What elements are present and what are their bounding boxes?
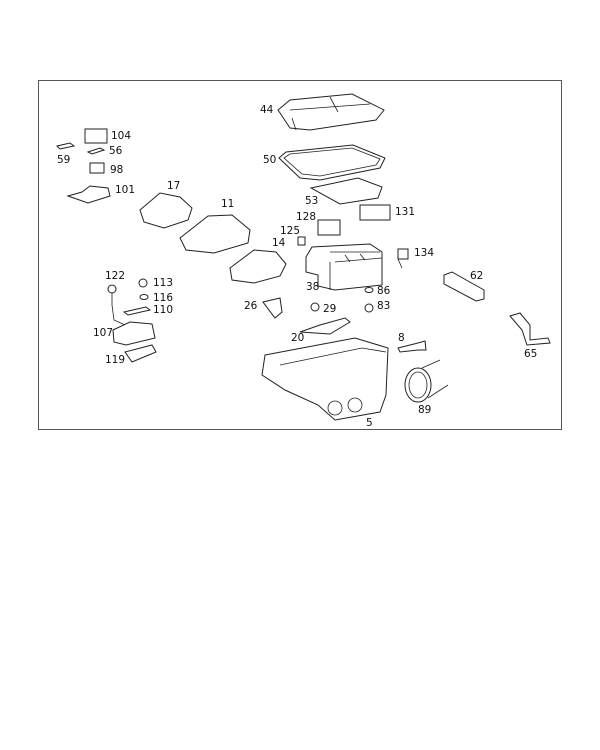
part-bracket-101 xyxy=(66,185,111,204)
callout-50: 50 xyxy=(263,154,276,166)
part-gasket-50 xyxy=(278,144,386,181)
part-relay-128 xyxy=(317,219,341,236)
callout-14: 14 xyxy=(272,237,286,249)
callout-17: 17 xyxy=(167,180,180,192)
part-fuse-125 xyxy=(297,236,306,246)
part-socket-98 xyxy=(89,162,105,174)
part-screw-29 xyxy=(310,302,320,312)
callout-5: 5 xyxy=(366,417,373,429)
callout-53: 53 xyxy=(305,195,318,207)
callout-56: 56 xyxy=(109,145,123,157)
part-sheet-53 xyxy=(309,177,383,205)
part-clip-119 xyxy=(124,344,157,363)
part-relay-131 xyxy=(359,204,391,221)
part-washer-116 xyxy=(139,294,149,300)
callout-29: 29 xyxy=(323,303,336,315)
callout-113: 113 xyxy=(153,277,173,289)
part-housing-5 xyxy=(261,337,389,421)
part-strip-62 xyxy=(443,271,485,302)
part-fusebox-38 xyxy=(305,243,383,291)
part-connector-14 xyxy=(229,249,287,284)
part-screw-113 xyxy=(138,278,148,288)
callout-65: 65 xyxy=(524,348,537,360)
part-relay-104 xyxy=(84,128,108,144)
callout-125: 125 xyxy=(280,225,300,237)
part-bracket-65 xyxy=(509,312,551,346)
part-grommet-89 xyxy=(404,359,449,403)
part-screw-83 xyxy=(364,303,374,313)
callout-131: 131 xyxy=(395,206,415,218)
callout-116: 116 xyxy=(153,292,173,304)
callout-101: 101 xyxy=(115,184,135,196)
callout-128: 128 xyxy=(296,211,316,223)
callout-98: 98 xyxy=(110,164,123,176)
callout-44: 44 xyxy=(260,104,274,116)
callout-11: 11 xyxy=(221,198,234,210)
part-pin-56 xyxy=(86,147,106,155)
part-screw-122 xyxy=(107,284,117,294)
part-holder-20 xyxy=(299,317,351,335)
callout-38: 38 xyxy=(306,281,319,293)
part-washer-86 xyxy=(364,287,374,293)
callout-62: 62 xyxy=(470,270,483,282)
diagram-frame xyxy=(38,80,562,430)
callout-59: 59 xyxy=(57,154,70,166)
callout-83: 83 xyxy=(377,300,390,312)
part-plate-110 xyxy=(122,306,152,316)
callout-26: 26 xyxy=(244,300,258,312)
part-holder-107 xyxy=(112,321,156,346)
part-cover-44 xyxy=(277,93,385,131)
part-connector-17 xyxy=(139,192,193,229)
callout-107: 107 xyxy=(93,327,113,339)
part-bracket-26 xyxy=(262,297,283,319)
callout-134: 134 xyxy=(414,247,434,259)
callout-104: 104 xyxy=(111,130,131,142)
part-connector-11 xyxy=(179,214,251,254)
callout-86: 86 xyxy=(377,285,391,297)
callout-20: 20 xyxy=(291,332,304,344)
callout-110: 110 xyxy=(153,304,173,316)
part-clip-59 xyxy=(56,142,76,150)
callout-8: 8 xyxy=(398,332,405,344)
part-bolt-8 xyxy=(397,340,427,353)
part-relay-134 xyxy=(397,248,409,260)
callout-119: 119 xyxy=(105,354,125,366)
callout-89: 89 xyxy=(418,404,431,416)
callout-122: 122 xyxy=(105,270,125,282)
